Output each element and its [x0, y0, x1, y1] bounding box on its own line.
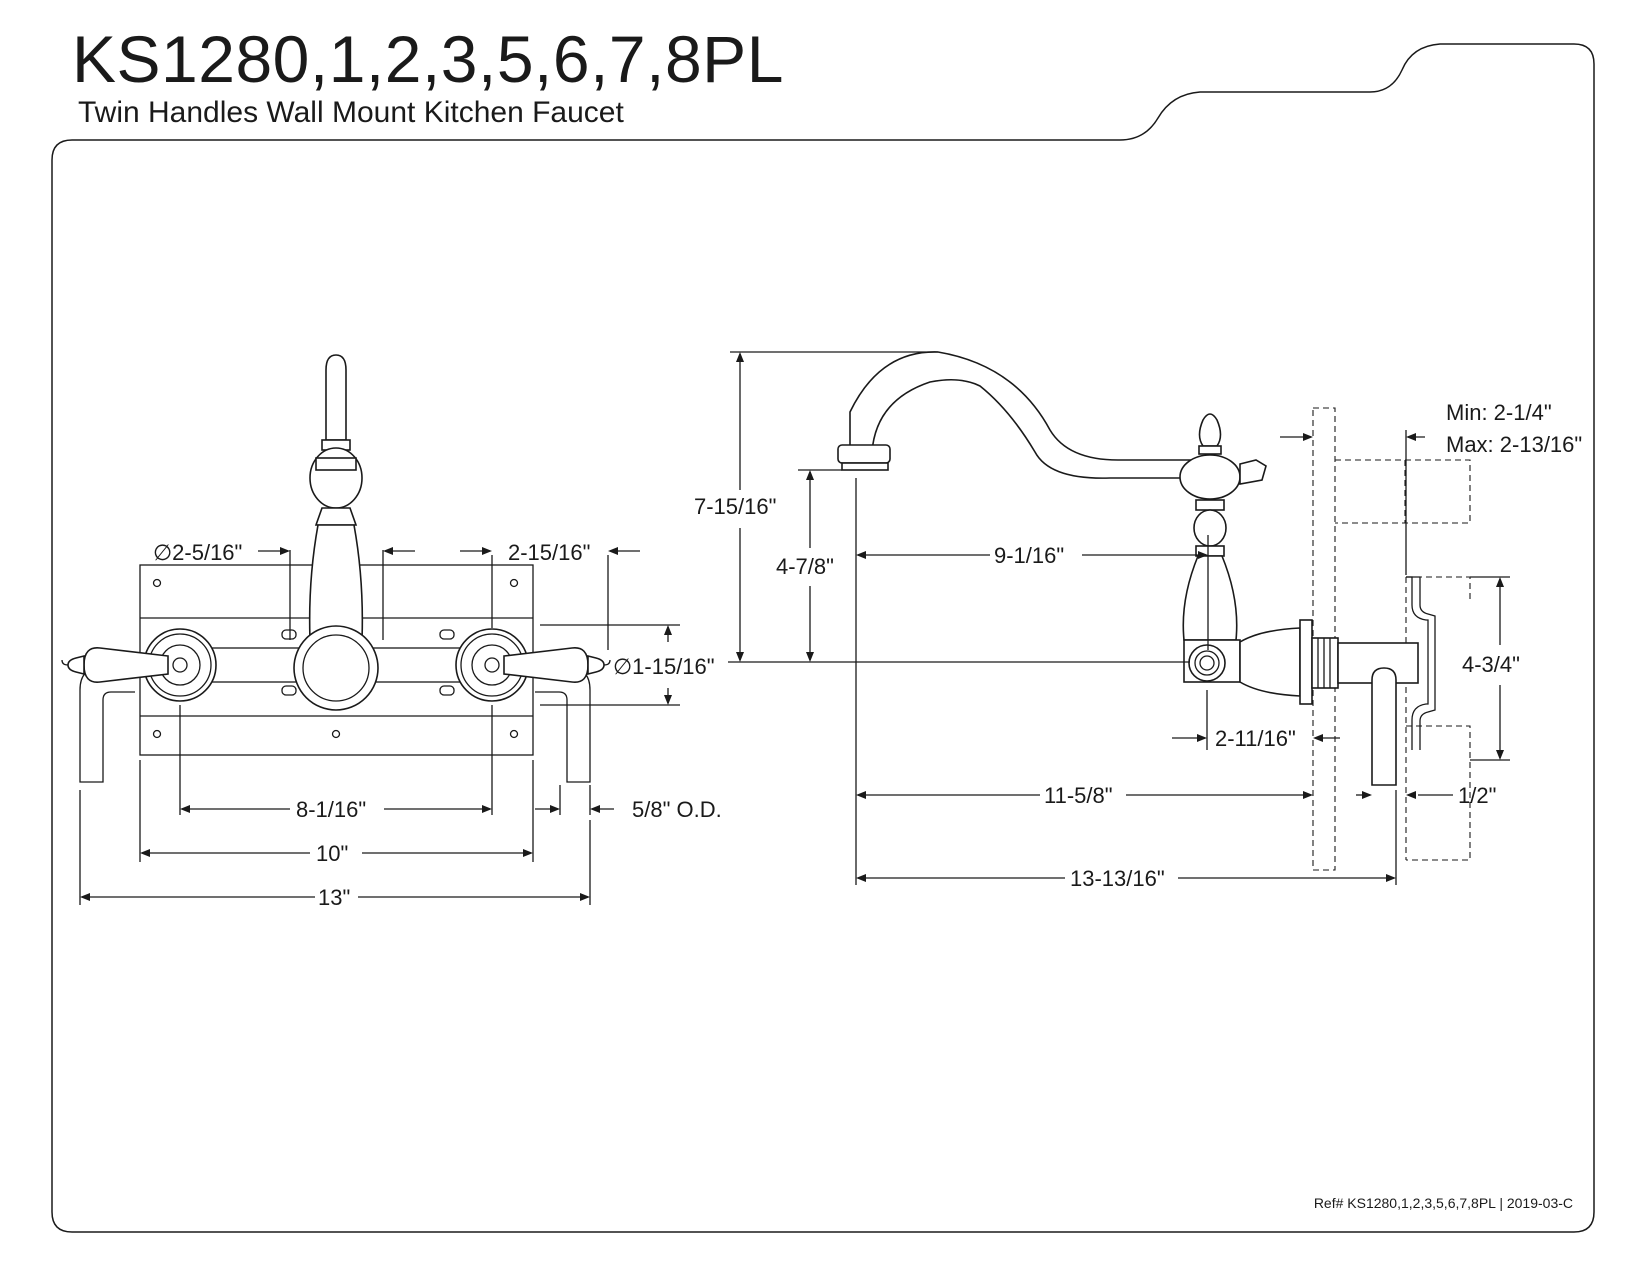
dim-flange-height: ∅1-15/16" — [613, 654, 715, 679]
side-spout — [849, 351, 1206, 479]
reference-footer: Ref# KS1280,1,2,3,5,6,7,8PL | 2019-03-C — [1314, 1195, 1573, 1211]
dim-flange-width: 2-15/16" — [508, 540, 590, 565]
page-subtitle: Twin Handles Wall Mount Kitchen Faucet — [78, 96, 624, 129]
dim-pipe-od: 5/8" O.D. — [632, 797, 722, 822]
dim-body-offset: 2-11/16" — [1215, 726, 1296, 751]
dim-overall-depth: 13-13/16" — [1070, 866, 1165, 891]
dim-handle-diameter: ∅2-5/16" — [153, 540, 242, 565]
front-spout — [325, 354, 347, 441]
dim-spout-reach: 9-1/16" — [994, 543, 1064, 568]
page-title: KS1280,1,2,3,5,6,7,8PL — [72, 22, 784, 96]
dim-center-to-center: 8-1/16" — [296, 797, 366, 822]
dim-plate-width: 10" — [316, 841, 348, 866]
spout-base-ring — [293, 625, 379, 711]
side-view: 7-15/16" 4-7/8" 9-1/16" 2-11/16" 11-5/8"… — [694, 351, 1582, 891]
dim-wall-min: Min: 2-1/4" — [1446, 400, 1552, 425]
dim-overall-width: 13" — [318, 885, 350, 910]
sheet-border — [51, 43, 1595, 1233]
dim-wall-max: Max: 2-13/16" — [1446, 432, 1582, 457]
dim-pipe-size: 1/2" — [1458, 783, 1496, 808]
dim-inlet-spacing: 4-3/4" — [1462, 652, 1520, 677]
dim-wall-to-spout: 11-5/8" — [1044, 783, 1113, 808]
front-view: ∅2-5/16" 2-15/16" ∅1-15/16" 8-1/16" 5/8"… — [61, 354, 722, 910]
dim-spout-height: 4-7/8" — [776, 554, 834, 579]
dim-overall-height: 7-15/16" — [694, 494, 776, 519]
